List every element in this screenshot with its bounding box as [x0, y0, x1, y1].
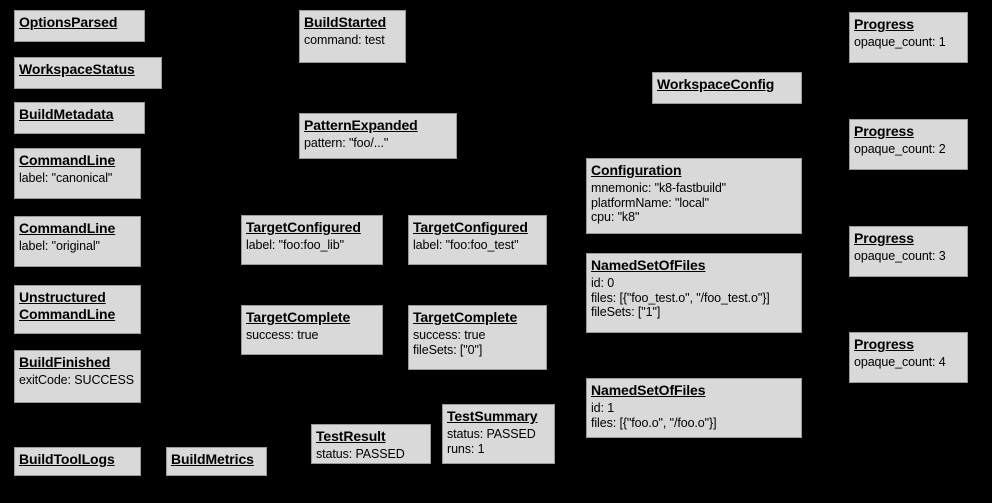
graph-node-field: exitCode: SUCCESS — [19, 372, 135, 387]
graph-node-field: status: PASSED — [447, 426, 536, 441]
graph-node-build-metadata[interactable]: BuildMetadata — [14, 102, 145, 134]
graph-node-target-configured-foo-test[interactable]: TargetConfigured label: "foo:foo_test" — [408, 215, 547, 265]
graph-node-target-complete-lib[interactable]: TargetComplete success: true — [241, 305, 383, 355]
graph-node-command-line-canonical[interactable]: CommandLine label: "canonical" — [14, 148, 141, 199]
graph-node-configuration[interactable]: Configuration mnemonic: "k8-fastbuild"pla… — [586, 158, 802, 234]
graph-node-field: runs: 1 — [447, 441, 485, 456]
graph-node-title: TargetComplete — [413, 309, 518, 325]
graph-node-title: CommandLine — [19, 220, 116, 236]
graph-node-field: files: [{"foo.o", "/foo.o"}] — [591, 415, 717, 430]
graph-node-title: TestSummary — [447, 408, 538, 424]
graph-node-title: NamedSetOfFiles — [591, 257, 706, 273]
graph-node-fields: label: "foo:foo_test" — [413, 238, 542, 253]
graph-node-title: OptionsParsed — [19, 14, 118, 30]
graph-node-title: TestResult — [316, 428, 386, 444]
graph-node-command-line-original[interactable]: CommandLine label: "original" — [14, 216, 141, 267]
graph-node-title: TargetConfigured — [246, 219, 361, 235]
graph-node-title: BuildStarted — [304, 14, 387, 30]
graph-node-field: files: [{"foo_test.o", "/foo_test.o"}] — [591, 290, 770, 305]
graph-node-title: TargetConfigured — [413, 219, 528, 235]
graph-node-title: Progress — [854, 123, 914, 139]
graph-node-fields: command: test — [304, 33, 401, 48]
graph-node-unstructured-command-line[interactable]: Unstructured CommandLine — [14, 285, 141, 334]
graph-node-field: command: test — [304, 32, 385, 47]
graph-node-field: status: PASSED — [316, 446, 405, 461]
graph-node-target-configured-foo-lib[interactable]: TargetConfigured label: "foo:foo_lib" — [241, 215, 383, 265]
graph-node-title: Configuration — [591, 162, 682, 178]
graph-node-fields: label: "original" — [19, 239, 136, 254]
graph-node-fields: pattern: "foo/..." — [304, 136, 452, 151]
graph-node-pattern-expanded[interactable]: PatternExpanded pattern: "foo/..." — [299, 113, 457, 159]
graph-node-title: BuildToolLogs — [19, 451, 115, 467]
graph-node-field: label: "original" — [19, 238, 100, 253]
graph-node-field: id: 1 — [591, 400, 615, 415]
graph-node-field: opaque_count: 4 — [854, 354, 946, 369]
graph-node-field: fileSets: ["1"] — [591, 305, 661, 320]
graph-node-field: success: true — [413, 327, 486, 342]
graph-node-fields: label: "foo:foo_lib" — [246, 238, 378, 253]
graph-node-title: Progress — [854, 336, 914, 352]
graph-node-title: Progress — [854, 16, 914, 32]
graph-node-field: label: "foo:foo_test" — [413, 237, 519, 252]
graph-node-title: WorkspaceConfig — [657, 76, 775, 92]
graph-node-fields: exitCode: SUCCESS — [19, 373, 136, 388]
graph-node-field: pattern: "foo/..." — [304, 135, 389, 150]
graph-node-fields: opaque_count: 2 — [854, 142, 963, 157]
graph-node-fields: opaque_count: 4 — [854, 355, 963, 370]
graph-node-progress-2[interactable]: Progress opaque_count: 2 — [849, 119, 968, 170]
graph-node-field: label: "foo:foo_lib" — [246, 237, 344, 252]
graph-node-title: Unstructured CommandLine — [19, 289, 116, 322]
graph-node-field: opaque_count: 1 — [854, 34, 946, 49]
graph-node-fields: label: "canonical" — [19, 171, 136, 186]
graph-node-field: success: true — [246, 327, 319, 342]
graph-node-field: label: "canonical" — [19, 170, 113, 185]
graph-node-fields: opaque_count: 1 — [854, 35, 963, 50]
graph-node-build-finished[interactable]: BuildFinished exitCode: SUCCESS — [14, 350, 141, 403]
graph-node-build-metrics[interactable]: BuildMetrics — [166, 447, 267, 476]
graph-node-fields: mnemonic: "k8-fastbuild"platformName: "l… — [591, 181, 797, 225]
graph-node-fields: opaque_count: 3 — [854, 249, 963, 264]
graph-node-title: BuildFinished — [19, 354, 111, 370]
graph-node-field: opaque_count: 2 — [854, 141, 946, 156]
graph-node-field: cpu: "k8" — [591, 210, 640, 225]
graph-node-build-tool-logs[interactable]: BuildToolLogs — [14, 447, 141, 476]
graph-node-title: BuildMetadata — [19, 106, 114, 122]
graph-node-field: mnemonic: "k8-fastbuild" — [591, 180, 727, 195]
graph-node-title: CommandLine — [19, 152, 116, 168]
graph-node-fields: status: PASSED — [316, 447, 426, 462]
graph-node-field: opaque_count: 3 — [854, 248, 946, 263]
graph-node-progress-3[interactable]: Progress opaque_count: 3 — [849, 226, 968, 277]
graph-node-title: NamedSetOfFiles — [591, 382, 706, 398]
graph-node-field: platformName: "local" — [591, 195, 709, 210]
graph-node-fields: success: true — [246, 328, 378, 343]
graph-node-progress-1[interactable]: Progress opaque_count: 1 — [849, 12, 968, 63]
graph-node-title: Progress — [854, 230, 914, 246]
graph-node-title: BuildMetrics — [171, 451, 254, 467]
graph-node-title: PatternExpanded — [304, 117, 418, 133]
graph-node-title: WorkspaceStatus — [19, 61, 135, 77]
graph-node-progress-4[interactable]: Progress opaque_count: 4 — [849, 332, 968, 383]
graph-node-workspace-status[interactable]: WorkspaceStatus — [14, 57, 162, 89]
graph-node-options-parsed[interactable]: OptionsParsed — [14, 10, 145, 42]
graph-node-field: id: 0 — [591, 275, 615, 290]
graph-node-title: TargetComplete — [246, 309, 351, 325]
graph-node-field: fileSets: ["0"] — [413, 342, 483, 357]
graph-node-workspace-config[interactable]: WorkspaceConfig — [652, 72, 802, 104]
graph-node-build-started[interactable]: BuildStarted command: test — [299, 10, 406, 63]
graph-node-test-result[interactable]: TestResult status: PASSED — [311, 424, 431, 464]
